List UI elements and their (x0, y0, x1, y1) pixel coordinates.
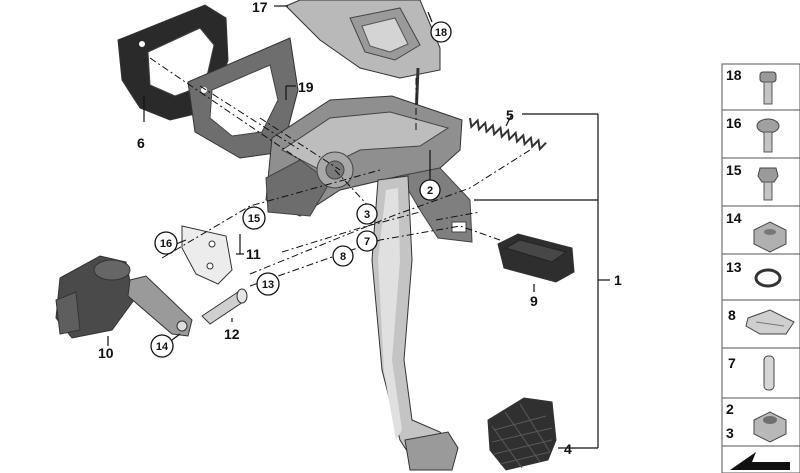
plate-part-19[interactable] (187, 37, 299, 159)
clip-icon (745, 309, 795, 335)
svg-text:13: 13 (726, 259, 742, 275)
circled-callout-3: 3 (356, 203, 378, 225)
leader-lines (107, 5, 610, 449)
callout-9: 9 (530, 293, 538, 309)
svg-text:3: 3 (364, 209, 370, 221)
arrow-icon (730, 452, 790, 470)
circled-callout-15: 15 (242, 206, 266, 230)
legend-row-2-3[interactable]: 2 3 (721, 397, 800, 447)
pin-icon (763, 355, 775, 391)
legend-row-13[interactable]: 13 (721, 253, 800, 301)
svg-text:15: 15 (726, 162, 742, 178)
collar-nut-icon (753, 411, 787, 443)
svg-text:2: 2 (726, 401, 734, 417)
upper-bracket-part-17[interactable] (285, 0, 441, 119)
torx-bolt-icon (756, 118, 780, 153)
callout-4: 4 (564, 441, 572, 457)
hardware-legend: 18 16 15 14 (721, 63, 800, 473)
o-ring-icon (754, 268, 782, 288)
callout-19: 19 (298, 79, 314, 95)
circled-callout-8: 8 (332, 245, 354, 267)
svg-text:15: 15 (248, 213, 260, 225)
svg-text:18: 18 (726, 67, 742, 83)
pin-part-12[interactable] (201, 288, 248, 325)
svg-text:16: 16 (726, 115, 742, 131)
legend-row-8[interactable]: 8 (721, 299, 800, 349)
circled-callout-14: 14 (150, 334, 174, 358)
legend-row-18[interactable]: 18 (721, 63, 800, 111)
circled-callout-7: 7 (356, 230, 378, 252)
circled-callout-2: 2 (419, 179, 441, 201)
callout-labels: 6 19 17 5 1 9 4 11 12 10 18 2 3 7 8 (98, 0, 622, 457)
circled-callout-18: 18 (430, 21, 452, 43)
return-spring-part-5[interactable] (468, 117, 547, 152)
pedal-box-housing[interactable] (265, 95, 473, 243)
callout-10: 10 (98, 345, 114, 361)
svg-text:8: 8 (728, 307, 736, 323)
circled-callout-16: 16 (154, 231, 178, 255)
svg-text:2: 2 (427, 185, 433, 197)
callout-17: 17 (252, 0, 268, 15)
svg-text:14: 14 (156, 341, 169, 353)
svg-text:3: 3 (726, 425, 734, 441)
bracket-part-11[interactable] (181, 225, 233, 285)
callout-6: 6 (137, 135, 145, 151)
svg-text:16: 16 (160, 238, 172, 250)
pedal-pad-part-4[interactable] (487, 397, 557, 471)
svg-text:7: 7 (364, 236, 370, 248)
legend-row-16[interactable]: 16 (721, 109, 800, 159)
svg-text:13: 13 (262, 279, 274, 291)
legend-row-14[interactable]: 14 (721, 205, 800, 255)
flange-bolt-icon (759, 71, 777, 105)
dashed-centerlines (149, 57, 531, 287)
svg-text:18: 18 (435, 27, 447, 39)
hex-bolt-icon (757, 167, 779, 201)
legend-row-arrow[interactable] (721, 445, 800, 473)
svg-text:7: 7 (728, 355, 736, 371)
callout-5: 5 (506, 107, 514, 123)
legend-row-7[interactable]: 7 (721, 347, 800, 399)
sensor-part-10[interactable] (55, 255, 193, 339)
svg-text:8: 8 (340, 251, 346, 263)
pedal-arm[interactable] (371, 175, 459, 471)
legend-row-15[interactable]: 15 (721, 157, 800, 207)
svg-text:14: 14 (726, 210, 742, 226)
callout-12: 12 (224, 326, 240, 342)
circled-callout-13: 13 (256, 272, 280, 296)
callout-11: 11 (246, 246, 261, 262)
hex-nut-icon (753, 221, 787, 253)
switch-part-9[interactable] (497, 233, 575, 283)
callout-1: 1 (614, 272, 622, 288)
